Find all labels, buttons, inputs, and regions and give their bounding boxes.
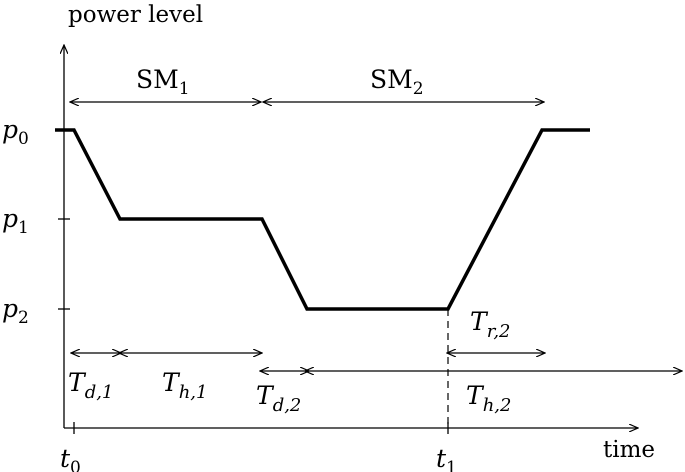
time-label-t0: t0 bbox=[60, 444, 81, 472]
sm1-label: SM1 bbox=[136, 65, 190, 99]
th1-label: Th,1 bbox=[162, 368, 207, 403]
x-axis-label: time bbox=[603, 437, 655, 463]
y-axis-label: power level bbox=[68, 2, 203, 28]
td2-label: Td,2 bbox=[256, 381, 301, 416]
level-label-p2: p2 bbox=[2, 294, 29, 328]
tr2-label: Tr,2 bbox=[470, 307, 511, 342]
level-label-p0: p0 bbox=[2, 115, 29, 149]
sm2-label: SM2 bbox=[370, 65, 424, 99]
power-profile-line bbox=[55, 128, 590, 311]
th2-label: Th,2 bbox=[466, 381, 511, 416]
level-label-p1: p1 bbox=[2, 204, 29, 238]
time-label-t1: t1 bbox=[436, 444, 457, 472]
td1-label: Td,1 bbox=[68, 368, 113, 403]
